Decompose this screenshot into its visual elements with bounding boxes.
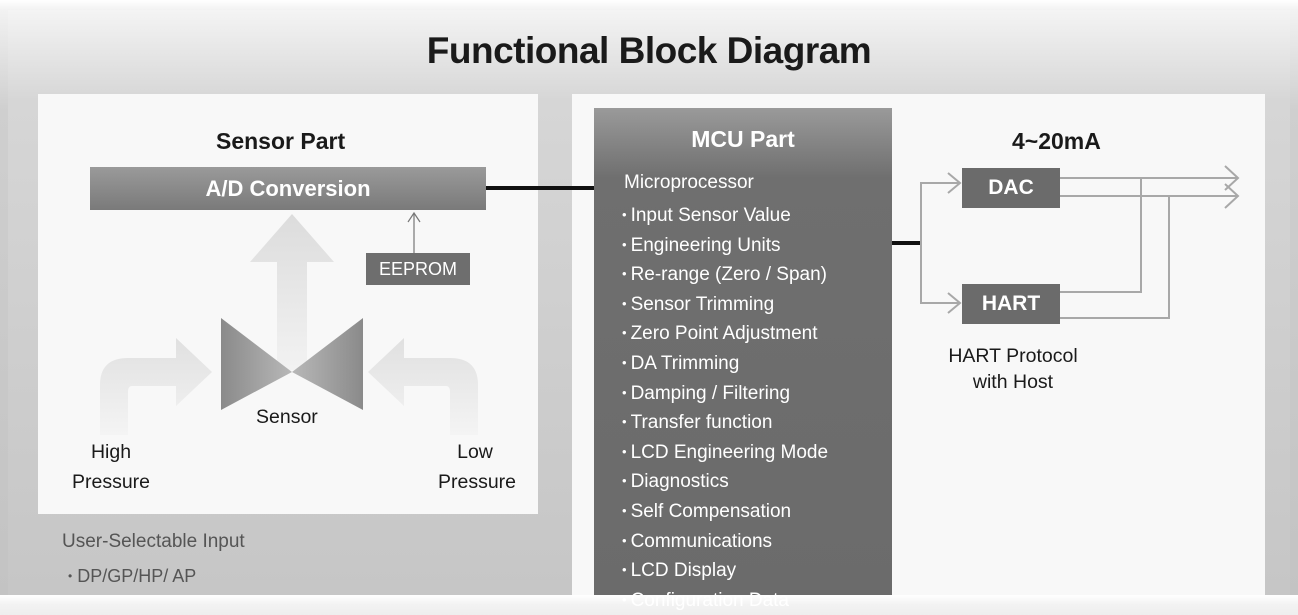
mcu-function-label: Transfer function (630, 412, 773, 434)
bullet: • (622, 562, 627, 578)
mcu-function-item: •Input Sensor Value (622, 200, 828, 230)
mcu-function-label: Configuration Data (630, 589, 789, 611)
bullet: • (622, 236, 627, 252)
low-pressure-arrow (368, 338, 478, 435)
eeprom-label: EEPROM (378, 258, 457, 279)
mcu-function-item: •Transfer function (622, 407, 828, 437)
mcu-function-item: •DA Trimming (622, 348, 828, 378)
dac-hart-branch (920, 172, 962, 314)
mcu-function-item: •LCD Display (622, 555, 828, 585)
user-selectable-input-item: • DP/GP/HP/ AP (68, 566, 197, 586)
diagram-graphics (100, 165, 1240, 435)
mcu-function-label: Input Sensor Value (630, 205, 791, 226)
mcu-function-label: Damping / Filtering (630, 382, 791, 404)
dac-label: DAC (988, 176, 1034, 199)
hart-block: HART (962, 284, 1060, 324)
low-pressure-label: Low Pressure (437, 441, 516, 493)
eeprom-arrowhead (407, 211, 421, 223)
mcu-function-label: Diagnostics (630, 471, 729, 493)
mcu-function-list: •Input Sensor Value•Engineering Units•Re… (622, 200, 828, 614)
mcu-function-label: LCD Engineering Mode (630, 441, 829, 463)
bullet: • (622, 591, 627, 607)
mcu-block: MCU Part Microprocessor •Input Sensor Va… (594, 108, 892, 611)
sensor-valve-left (221, 318, 292, 410)
high-pressure-arrow (100, 338, 212, 435)
bullet: • (622, 384, 627, 400)
microprocessor-label: Microprocessor (624, 172, 754, 193)
hart-protocol-label: HART Protocol with Host (948, 345, 1078, 393)
bullet: • (622, 354, 627, 370)
mcu-function-item: •Diagnostics (622, 466, 828, 496)
mcu-function-item: •Engineering Units (622, 230, 828, 260)
mcu-part-heading: MCU Part (691, 126, 795, 152)
bullet: • (622, 414, 627, 430)
mcu-function-label: Self Compensation (630, 500, 792, 522)
sensor-valve-right (292, 318, 363, 410)
page-title: Functional Block Diagram (426, 30, 872, 71)
bullet: • (622, 532, 627, 548)
mcu-function-item: •Configuration Data (622, 585, 828, 615)
mcu-function-label: DA Trimming (630, 352, 740, 374)
mcu-function-label: Re-range (Zero / Span) (630, 264, 827, 286)
mcu-function-item: •Damping / Filtering (622, 378, 828, 408)
ad-conversion-block: A/D Conversion (90, 167, 486, 210)
sensor-to-ad-arrow (250, 214, 334, 370)
mcu-function-item: •Self Compensation (622, 496, 828, 526)
high-pressure-label: High Pressure (71, 441, 151, 493)
hart-label: HART (981, 292, 1041, 315)
user-selectable-input-label: User-Selectable Input (62, 531, 245, 552)
eeprom-block: EEPROM (366, 253, 470, 285)
mcu-function-item: •Zero Point Adjustment (622, 318, 828, 348)
dac-block: DAC (962, 168, 1060, 208)
mcu-function-label: Zero Point Adjustment (630, 323, 818, 345)
bullet: • (622, 295, 627, 311)
bullet: • (622, 443, 627, 459)
output-lines (1060, 165, 1240, 319)
mcu-function-item: •Sensor Trimming (622, 289, 828, 319)
mcu-function-label: LCD Display (630, 560, 737, 582)
ad-conversion-label: A/D Conversion (205, 175, 371, 201)
mcu-function-item: •Re-range (Zero / Span) (622, 259, 828, 289)
mcu-function-label: Communications (630, 530, 773, 552)
bullet: • (622, 473, 627, 489)
output-heading: 4~20mA (1012, 128, 1101, 154)
mcu-function-item: •Communications (622, 526, 828, 556)
mcu-function-label: Engineering Units (630, 234, 781, 256)
mcu-function-item: •LCD Engineering Mode (622, 437, 828, 467)
bullet: • (622, 325, 627, 341)
sensor-part-heading: Sensor Part (216, 128, 346, 154)
bullet: • (622, 207, 627, 222)
sensor-label: Sensor (256, 406, 318, 428)
mcu-function-label: Sensor Trimming (630, 293, 775, 315)
bullet: • (622, 502, 627, 518)
bullet: • (622, 266, 627, 282)
